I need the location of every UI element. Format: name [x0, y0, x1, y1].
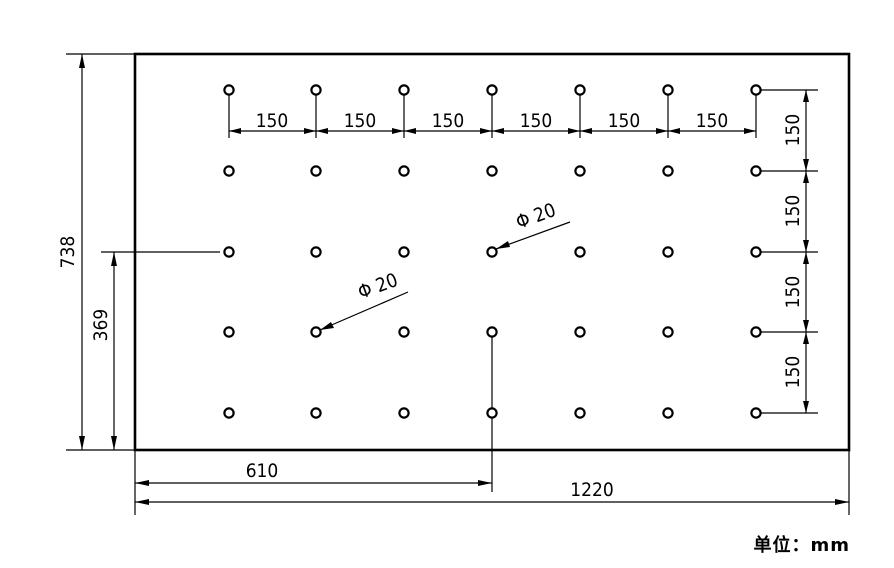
- hole: [574, 165, 586, 177]
- hole: [486, 165, 498, 177]
- hole: [223, 165, 235, 177]
- hole: [310, 326, 322, 338]
- offset-y-dimension: 369: [90, 251, 220, 450]
- hole: [310, 84, 322, 96]
- h-pitch-3: 150: [432, 110, 465, 132]
- hole: [223, 84, 235, 96]
- hole: [750, 246, 762, 258]
- hole: [310, 407, 322, 419]
- hole-callout-2: Φ 20: [319, 269, 409, 331]
- hole: [574, 326, 586, 338]
- offset-x-dimension-value: 610: [246, 460, 279, 482]
- h-pitch-4: 150: [520, 110, 553, 132]
- hole: [750, 165, 762, 177]
- horizontal-pitch-dimensions: 150 150 150 150 150 150: [228, 90, 757, 138]
- hole: [398, 165, 410, 177]
- width-dimension-value: 1220: [570, 479, 614, 501]
- hole-callout-1: Φ 20: [495, 199, 571, 250]
- hole: [398, 326, 410, 338]
- unit-label: 单位：mm: [753, 535, 850, 556]
- hole: [398, 84, 410, 96]
- offset-y-dimension-value: 369: [90, 309, 112, 342]
- hole: [662, 326, 674, 338]
- height-dimension: 738: [57, 53, 135, 451]
- hole: [750, 407, 762, 419]
- width-dimension: 1220: [135, 479, 849, 505]
- hole: [662, 407, 674, 419]
- hole-grid: [223, 84, 762, 419]
- h-pitch-6: 150: [696, 110, 729, 132]
- v-pitch-1: 150: [782, 114, 804, 147]
- hole: [486, 246, 498, 258]
- v-pitch-4: 150: [782, 356, 804, 389]
- hole: [486, 84, 498, 96]
- hole: [310, 165, 322, 177]
- hole: [662, 165, 674, 177]
- hole: [574, 246, 586, 258]
- hole: [662, 246, 674, 258]
- h-pitch-1: 150: [256, 110, 289, 132]
- v-pitch-3: 150: [782, 276, 804, 309]
- hole: [486, 326, 498, 338]
- hole: [223, 407, 235, 419]
- hole: [750, 326, 762, 338]
- hole: [398, 246, 410, 258]
- hole: [574, 407, 586, 419]
- height-dimension-value: 738: [57, 236, 79, 269]
- v-pitch-2: 150: [782, 195, 804, 228]
- hole: [750, 84, 762, 96]
- hole: [310, 246, 322, 258]
- hole: [398, 407, 410, 419]
- hole: [223, 326, 235, 338]
- hole: [574, 84, 586, 96]
- hole: [223, 246, 235, 258]
- h-pitch-5: 150: [608, 110, 641, 132]
- vertical-pitch-dimensions: 150 150 150 150: [760, 89, 818, 414]
- hole: [486, 407, 498, 419]
- hole: [662, 84, 674, 96]
- h-pitch-2: 150: [344, 110, 377, 132]
